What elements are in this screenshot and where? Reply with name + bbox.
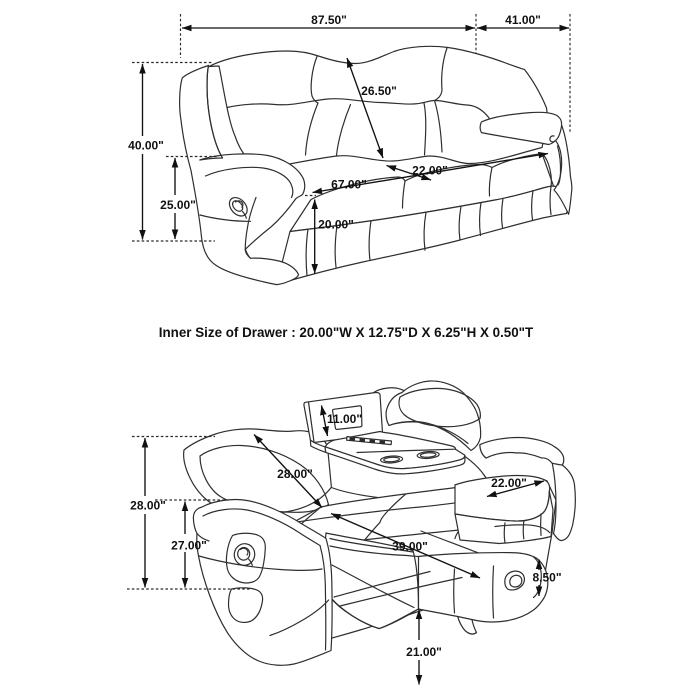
svg-text:21.00": 21.00" [406,645,442,659]
svg-text:Inner Size of Drawer : 20.00"W: Inner Size of Drawer : 20.00"W X 12.75"D… [159,325,534,340]
svg-text:20.00": 20.00" [318,218,354,232]
svg-text:22.00": 22.00" [412,164,448,178]
svg-text:25.00": 25.00" [160,198,196,212]
svg-text:8.50": 8.50" [532,571,561,585]
svg-text:87.50": 87.50" [311,13,347,27]
svg-text:67.00": 67.00" [331,178,367,192]
svg-text:39.00": 39.00" [392,540,428,554]
svg-text:41.00": 41.00" [505,13,541,27]
svg-text:11.00": 11.00" [327,412,362,426]
svg-text:22.00": 22.00" [491,476,527,490]
svg-text:27.00": 27.00" [171,539,207,553]
svg-text:28.00": 28.00" [130,499,166,513]
svg-text:40.00": 40.00" [128,139,164,153]
svg-text:28.00": 28.00" [277,467,313,481]
svg-text:26.50": 26.50" [361,84,397,98]
